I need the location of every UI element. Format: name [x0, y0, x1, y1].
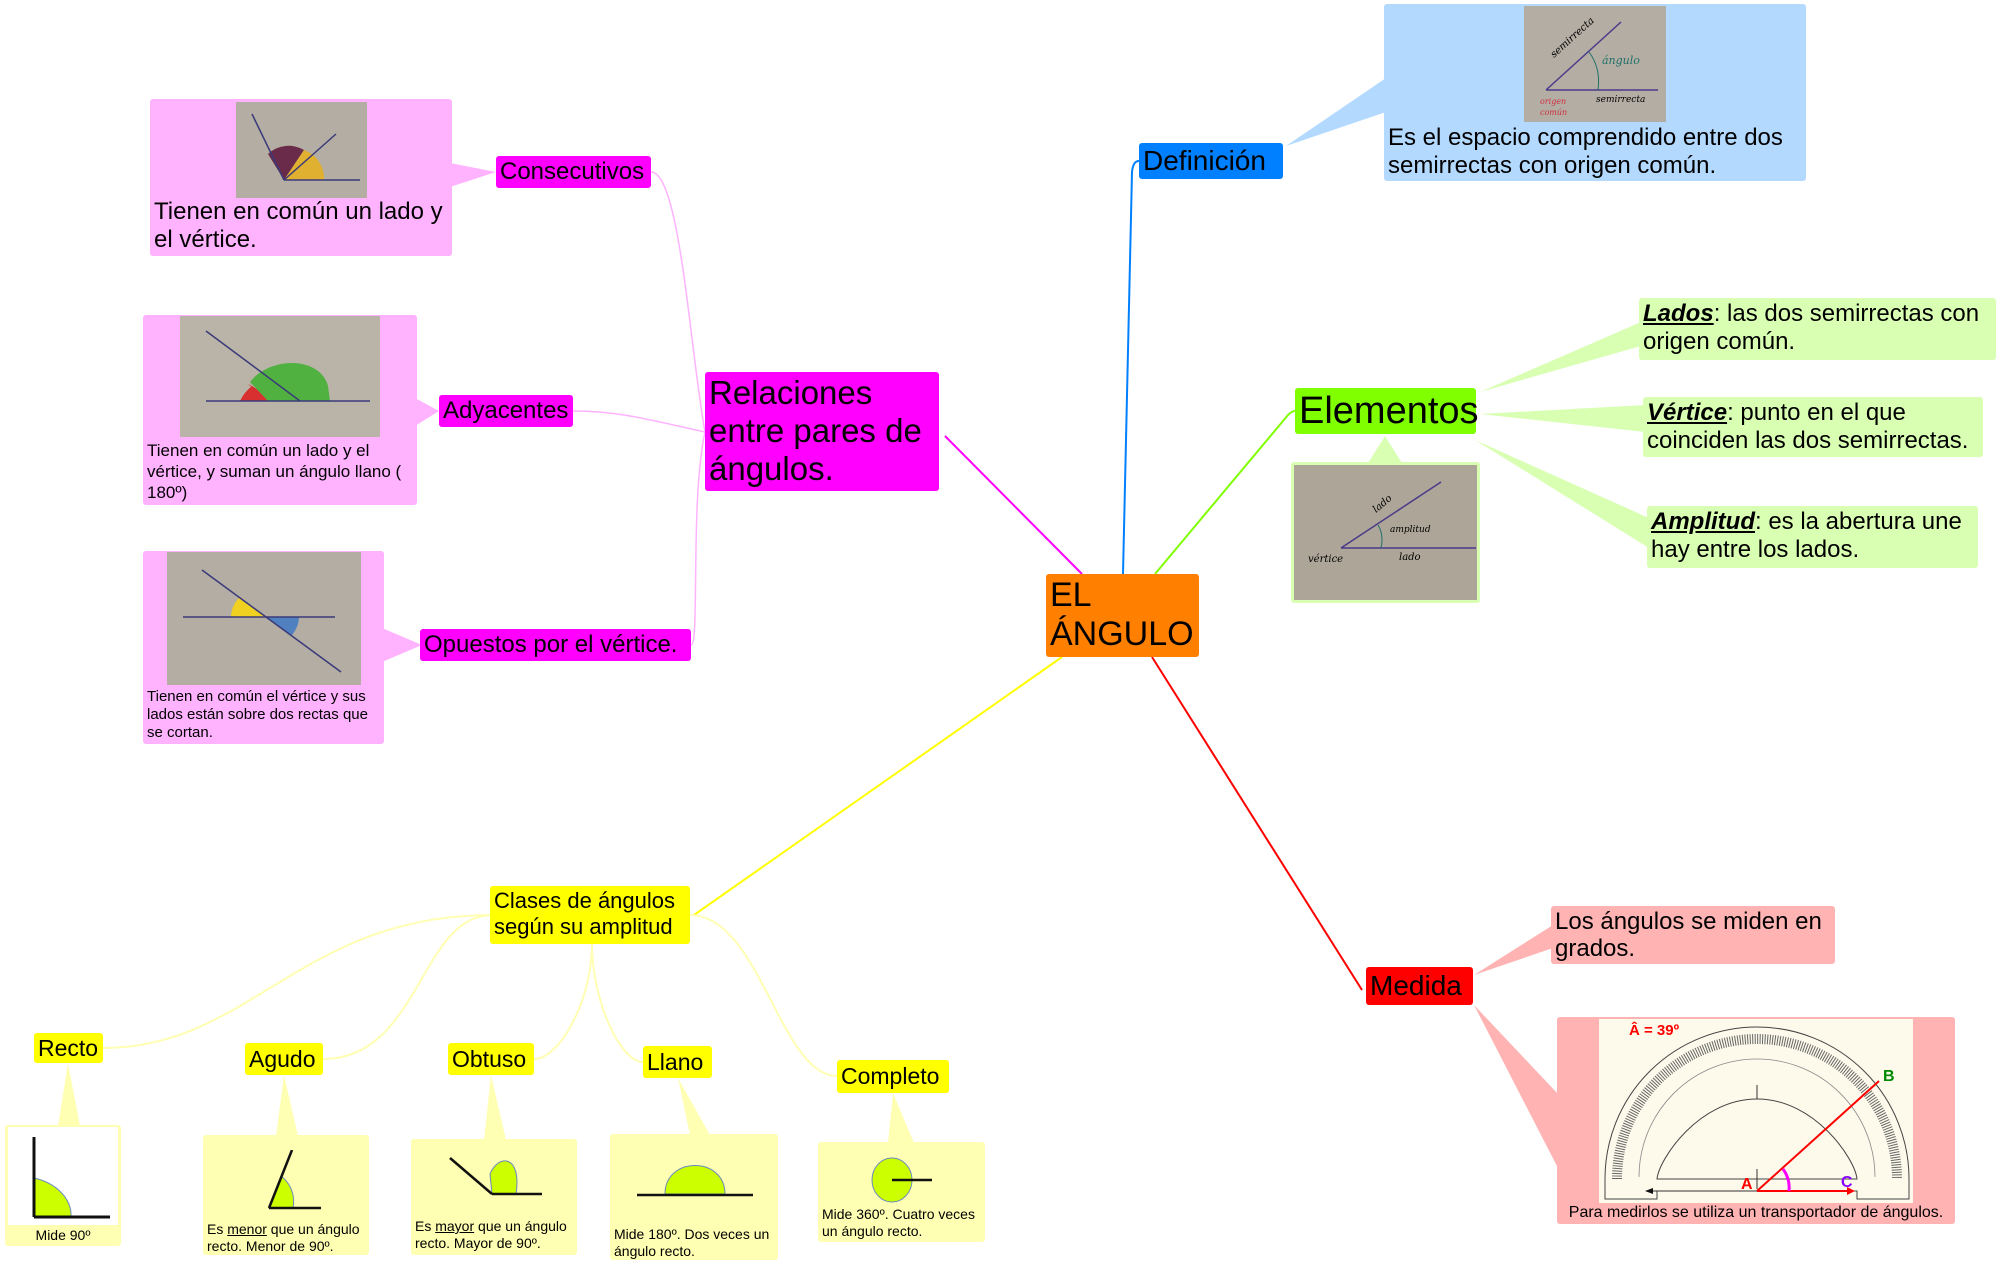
llano-icon	[637, 1165, 753, 1197]
protractor-label-b: B	[1883, 1068, 1895, 1085]
definicion-image: semirrecta ángulo semirrecta origen comú…	[1524, 6, 1666, 122]
obtuso-node[interactable]: Obtuso	[448, 1043, 534, 1075]
agudo-callout: Es menor que un ángulo recto. Menor de 9…	[203, 1135, 369, 1255]
vertice-text: : punto en el que coinciden las dos semi…	[1647, 399, 1969, 454]
protractor-caption: Para medirlos se utiliza un transportado…	[1568, 1204, 1944, 1221]
consecutivos-text: Tienen en común un lado y el vértice.	[154, 198, 443, 253]
vertice-callout: Vértice: punto en el que coinciden las d…	[1643, 397, 1983, 457]
protractor-callout: Â = 39º A B C Para medirlos se utiliza u…	[1557, 1017, 1955, 1224]
obtuso-text-post: que un ángulo recto. Mayor de 90º.	[415, 1218, 567, 1251]
elementos-image: lado amplitud vértice lado	[1294, 465, 1477, 600]
recto-callout: Mide 90º	[5, 1125, 121, 1246]
opuestos-text: Tienen en común el vértice y sus lados e…	[147, 688, 368, 741]
central-line2: ÁNGULO	[1050, 615, 1194, 654]
obtuso-text-em: mayor	[435, 1218, 475, 1234]
amplitud-term: Amplitud	[1651, 508, 1755, 535]
elementos-node[interactable]: Elementos	[1295, 388, 1479, 434]
clases-node[interactable]: Clases de ángulos según su amplitud	[490, 886, 690, 944]
completo-callout: Mide 360º. Cuatro veces un ángulo recto.	[818, 1142, 985, 1242]
definicion-callout: semirrecta ángulo semirrecta origen comú…	[1384, 4, 1806, 181]
opuestos-image	[167, 552, 361, 685]
obtuso-text: Es mayor que un ángulo recto. Mayor de 9…	[415, 1218, 573, 1252]
adyacentes-node[interactable]: Adyacentes	[439, 395, 573, 427]
consecutivos-callout: Tienen en común un lado y el vértice.	[150, 99, 452, 256]
medida-text: Los ángulos se miden en grados.	[1555, 908, 1822, 962]
protractor-label-a: A	[1741, 1176, 1753, 1193]
completo-node[interactable]: Completo	[837, 1060, 949, 1093]
definicion-node[interactable]: Definición	[1139, 143, 1283, 179]
img-label-comun: común	[1540, 108, 1567, 117]
recto-node[interactable]: Recto	[34, 1033, 103, 1063]
completo-icon	[871, 1157, 932, 1203]
obtuso-text-pre: Es	[415, 1218, 436, 1234]
opuestos-node[interactable]: Opuestos por el vértice.	[420, 629, 691, 661]
elementos-image-callout: lado amplitud vértice lado	[1291, 462, 1480, 603]
img-label-amplitud: amplitud	[1390, 525, 1431, 535]
recto-icon	[8, 1127, 118, 1225]
img-label-origen: origen	[1540, 97, 1566, 106]
adyacentes-image	[180, 316, 380, 437]
llano-text: Mide 180º. Dos veces un ángulo recto.	[614, 1226, 770, 1259]
consecutivos-image	[236, 102, 367, 198]
adyacentes-callout: Tienen en común un lado y el vértice, y …	[143, 315, 417, 505]
agudo-icon	[267, 1150, 321, 1210]
recto-text: Mide 90º	[35, 1227, 91, 1243]
protractor-angle-label: Â = 39º	[1629, 1021, 1680, 1039]
agudo-text-em: menor	[227, 1221, 267, 1237]
img-label-vertice: vértice	[1308, 554, 1343, 565]
agudo-text: Es menor que un ángulo recto. Menor de 9…	[207, 1221, 365, 1255]
medida-node[interactable]: Medida	[1366, 967, 1473, 1005]
obtuso-icon	[449, 1157, 542, 1196]
relaciones-node[interactable]: Relaciones entre pares de ángulos.	[705, 372, 939, 491]
llano-node[interactable]: Llano	[643, 1046, 712, 1078]
amplitud-text: : es la abertura une hay entre los lados…	[1651, 508, 1962, 563]
lados-text: : las dos semirrectas con origen común.	[1643, 300, 1980, 355]
img-label-semirrecta2: semirrecta	[1596, 95, 1645, 105]
adyacentes-text: Tienen en común un lado y el vértice, y …	[147, 441, 402, 502]
consecutivos-node[interactable]: Consecutivos	[496, 156, 651, 188]
amplitud-callout: Amplitud: es la abertura une hay entre l…	[1647, 506, 1978, 568]
lados-callout: Lados: las dos semirrectas con origen co…	[1639, 298, 1996, 360]
agudo-text-pre: Es	[207, 1221, 228, 1237]
opuestos-callout: Tienen en común el vértice y sus lados e…	[143, 551, 384, 744]
medida-text-callout: Los ángulos se miden en grados.	[1551, 906, 1835, 964]
llano-callout: Mide 180º. Dos veces un ángulo recto.	[610, 1134, 778, 1260]
img-label-lado2: lado	[1399, 552, 1421, 563]
agudo-text-post: que un ángulo recto. Menor de 90º.	[207, 1221, 360, 1254]
completo-text: Mide 360º. Cuatro veces un ángulo recto.	[822, 1206, 975, 1239]
obtuso-callout: Es mayor que un ángulo recto. Mayor de 9…	[411, 1139, 577, 1255]
central-node[interactable]: EL ÁNGULO	[1046, 574, 1199, 657]
img-label-angulo: ángulo	[1602, 54, 1640, 67]
agudo-node[interactable]: Agudo	[245, 1043, 323, 1075]
protractor-image: Â = 39º A B C	[1599, 1019, 1913, 1203]
lados-term: Lados	[1643, 300, 1714, 327]
definicion-text: Es el espacio comprendido entre dos semi…	[1388, 124, 1783, 179]
protractor-label-c: C	[1841, 1174, 1853, 1191]
central-line1: EL	[1050, 576, 1092, 614]
vertice-term: Vértice	[1647, 399, 1728, 426]
